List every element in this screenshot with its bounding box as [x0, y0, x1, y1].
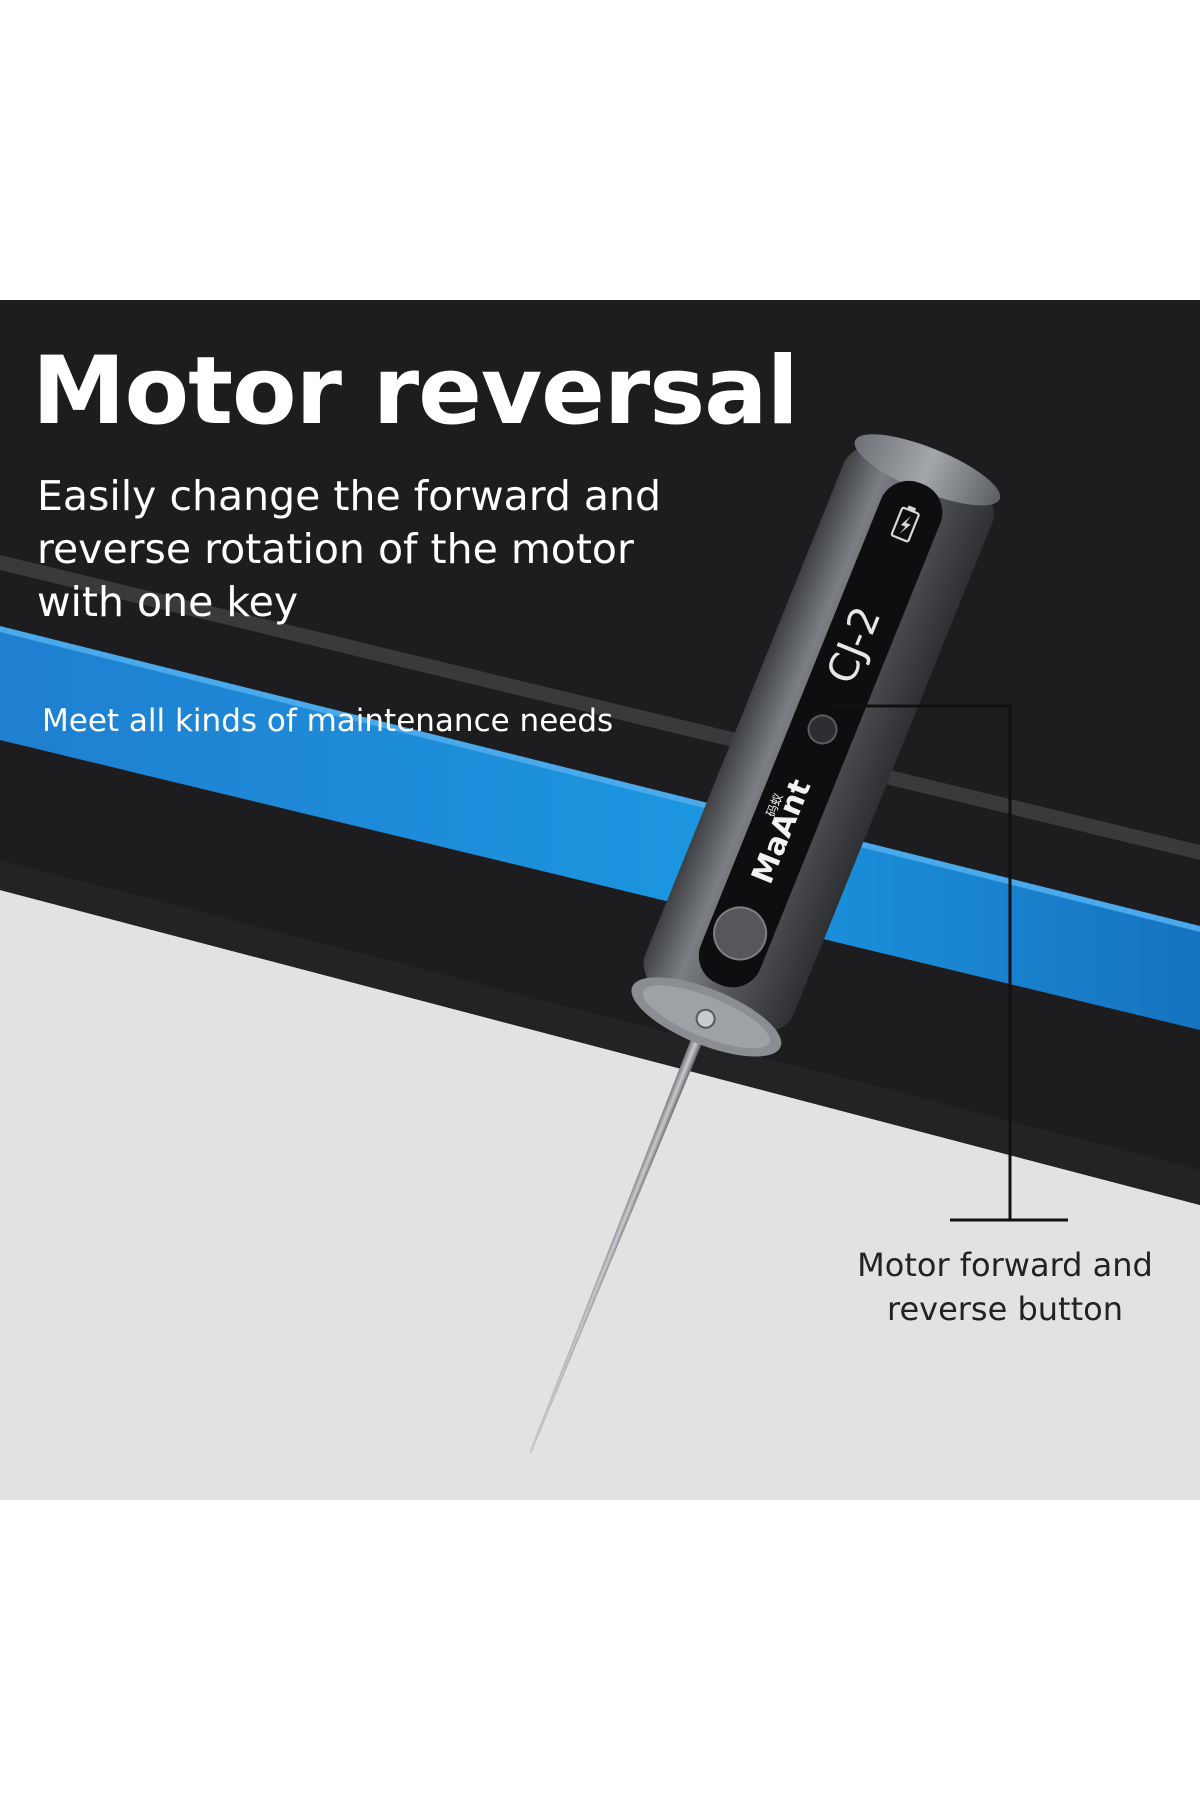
needle-bit	[529, 1028, 707, 1454]
blue-stripe	[0, 630, 1200, 1030]
slab-top-edge	[0, 555, 1200, 860]
light-floor	[0, 890, 1200, 1500]
feature-tagline: Meet all kinds of maintenance needs	[42, 703, 614, 739]
device-top-cap	[854, 434, 1001, 506]
feature-description: Easily change the forward and reverse ro…	[37, 472, 662, 626]
callout-leader-line	[836, 704, 1012, 1220]
battery-charge-icon	[890, 505, 920, 543]
button-callout-label: Motor forward and reverse button	[857, 1246, 1153, 1328]
screwdriver-device: CJ-2 MaAnt 码蚁	[529, 434, 1001, 1454]
page-title: Motor reversal	[32, 337, 799, 446]
motor-direction-button[interactable]	[804, 711, 840, 747]
power-button[interactable]	[706, 900, 774, 968]
callout-anchor-dot	[832, 702, 840, 710]
blue-stripe-highlight	[0, 626, 1200, 932]
chuck-screw	[695, 1008, 716, 1029]
slab-edge	[0, 860, 1200, 1205]
